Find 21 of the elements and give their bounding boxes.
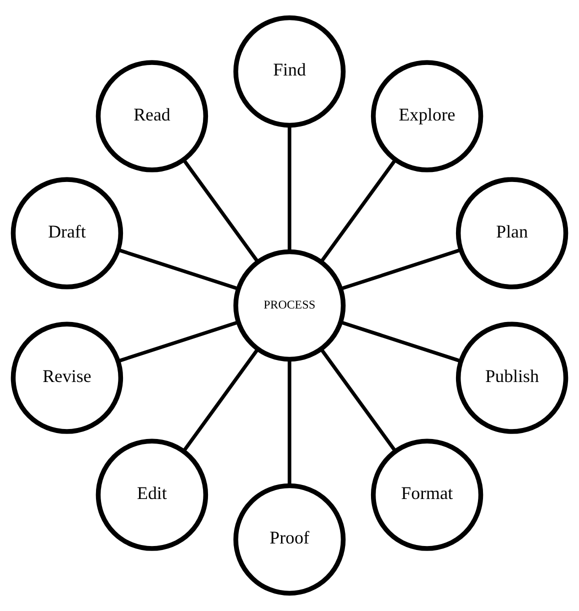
- node-circle: Explore: [370, 60, 484, 172]
- node-circle: Publish: [456, 322, 568, 434]
- node-circle: Find: [233, 15, 346, 128]
- node-circle: Read: [96, 60, 208, 172]
- node-circle: Draft: [10, 177, 124, 290]
- connector: [182, 348, 260, 452]
- node-circle: Proof: [233, 483, 346, 596]
- connector: [118, 248, 238, 290]
- connector: [288, 360, 292, 486]
- connector: [340, 248, 462, 290]
- node-circle: Plan: [456, 177, 568, 290]
- node-circle: Edit: [96, 438, 208, 551]
- connector: [320, 348, 397, 452]
- connector: [288, 125, 292, 252]
- connector: [182, 158, 260, 263]
- node-circle: Format: [370, 438, 484, 551]
- node-circle: Revise: [10, 322, 124, 434]
- connector: [118, 320, 238, 363]
- connector: [340, 320, 462, 363]
- node-circle: PROCESS: [233, 249, 346, 362]
- connector: [320, 158, 397, 263]
